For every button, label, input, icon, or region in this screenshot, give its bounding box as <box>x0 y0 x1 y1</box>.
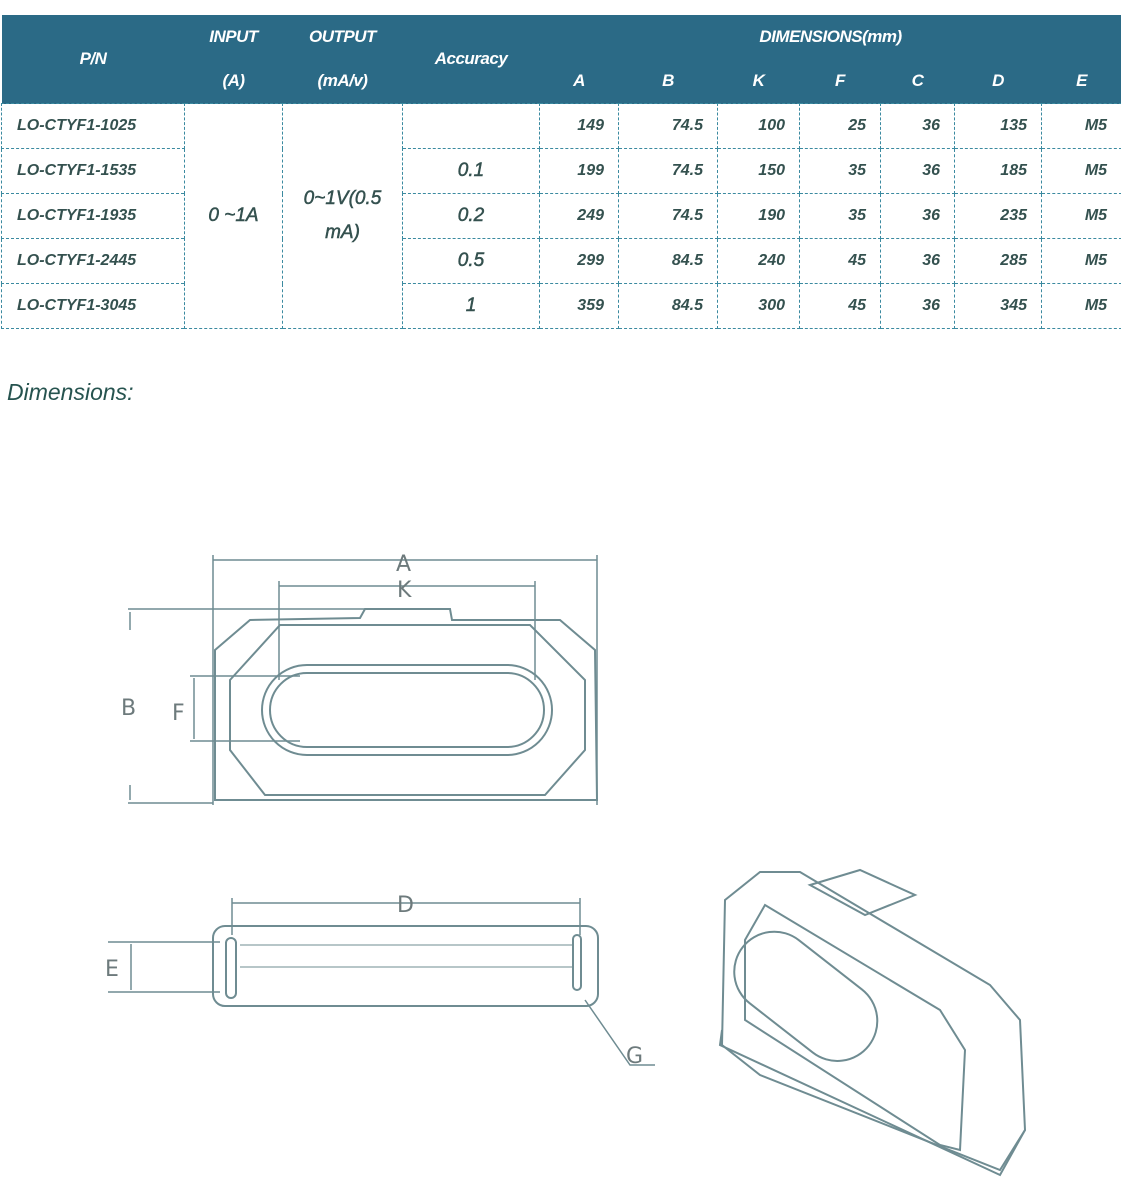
label-e: E <box>105 957 119 982</box>
header-accuracy: Accuracy <box>402 15 540 104</box>
dim-cell: 185 <box>954 148 1042 194</box>
dim-cell: 25 <box>799 103 881 149</box>
dim-cell: 84.5 <box>618 283 718 329</box>
header-dim-d: D <box>954 59 1042 104</box>
output-line1: 0~1V(0.5 <box>303 188 382 210</box>
dim-cell: 100 <box>717 103 800 149</box>
header-dim-e: E <box>1041 59 1121 104</box>
header-pn: P/N <box>1 15 185 104</box>
dim-cell: 235 <box>954 193 1042 239</box>
dim-cell: 36 <box>880 283 955 329</box>
dim-cell: 190 <box>717 193 800 239</box>
dim-cell: M5 <box>1040 193 1121 239</box>
label-b: B <box>121 696 136 721</box>
accuracy-cell: 0.5 <box>402 238 540 284</box>
dim-cell: 150 <box>717 148 800 194</box>
dim-cell: 240 <box>717 238 800 284</box>
input-cell: 0 ~1A <box>184 103 283 329</box>
dim-cell: 199 <box>539 148 619 194</box>
header-dim-a: A <box>539 59 619 104</box>
dim-cell: 36 <box>880 193 955 239</box>
pn-cell: LO-CTYF1-1025 <box>1 103 185 149</box>
header-output-unit: (mA/v) <box>282 59 403 104</box>
pn-cell: LO-CTYF1-2445 <box>1 238 185 284</box>
front-view-drawing <box>128 555 599 805</box>
output-cell: 0~1V(0.5 mA) <box>282 103 403 329</box>
dim-cell: 84.5 <box>618 238 718 284</box>
dim-cell: 35 <box>799 148 881 194</box>
accuracy-cell: 0.1 <box>402 148 540 194</box>
header-dimensions: DIMENSIONS(mm) <box>539 15 1121 59</box>
header-dim-k: K <box>717 59 800 104</box>
dim-cell: 45 <box>799 283 881 329</box>
accuracy-cell: 0.2 <box>402 193 540 239</box>
dim-cell: 285 <box>954 238 1042 284</box>
dim-cell: 359 <box>539 283 619 329</box>
dim-cell: 300 <box>717 283 800 329</box>
header-input: INPUT <box>184 15 283 59</box>
spec-table: P/N INPUT OUTPUT Accuracy DIMENSIONS(mm)… <box>1 15 1121 329</box>
dim-cell: 36 <box>880 103 955 149</box>
pn-cell: LO-CTYF1-1535 <box>1 148 185 194</box>
label-f: F <box>172 701 185 726</box>
label-a: A <box>396 552 411 577</box>
dim-cell: M5 <box>1040 283 1121 329</box>
dim-cell: 74.5 <box>618 193 718 239</box>
label-d: D <box>397 893 414 918</box>
output-line2: mA) <box>325 222 360 244</box>
label-k: K <box>397 578 412 603</box>
isometric-view-drawing <box>718 868 1027 1177</box>
header-input-unit: (A) <box>184 59 283 104</box>
side-view-drawing <box>108 898 655 1066</box>
dim-cell: M5 <box>1040 238 1121 284</box>
label-g: G <box>626 1044 643 1069</box>
dim-cell: 249 <box>539 193 619 239</box>
header-dim-f: F <box>799 59 881 104</box>
header-output: OUTPUT <box>282 15 403 59</box>
header-dim-b: B <box>618 59 718 104</box>
dim-cell: 135 <box>954 103 1042 149</box>
header-dim-c: C <box>880 59 955 104</box>
pn-cell: LO-CTYF1-1935 <box>1 193 185 239</box>
accuracy-cell: 1 <box>402 283 540 329</box>
pn-cell: LO-CTYF1-3045 <box>1 283 185 329</box>
section-title: Dimensions: <box>7 379 134 405</box>
dim-cell: 299 <box>539 238 619 284</box>
